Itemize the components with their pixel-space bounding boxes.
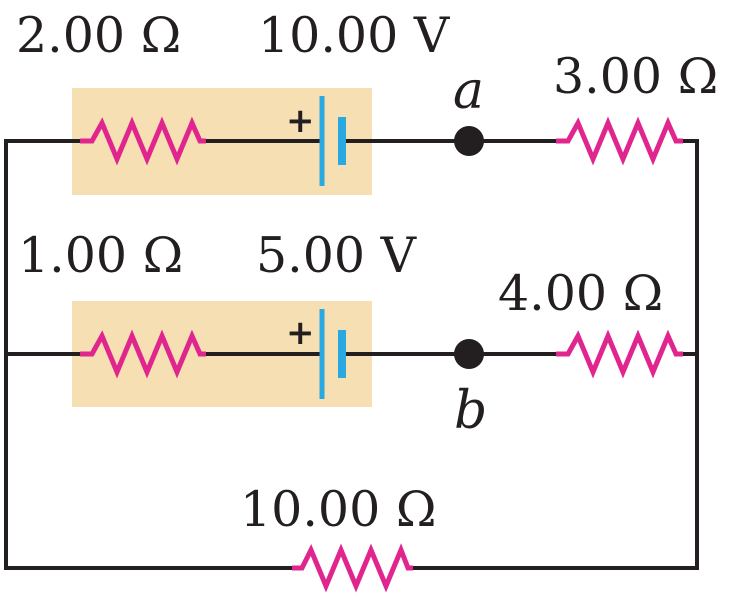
middle-right-resistor [556,329,683,379]
middle-internal-resistor [80,329,206,379]
bottom-resistor [292,543,413,593]
top-battery-icon [319,96,346,186]
middle-right-resistor-label: 4.00 Ω [498,265,663,322]
middle-battery-label: 5.00 V [256,227,418,284]
middle-battery-icon [319,309,346,399]
bottom-resistor-label: 10.00 Ω [240,481,436,538]
top-right-resistor-label: 3.00 Ω [553,48,718,105]
node-a-label: a [453,61,484,121]
wires [4,139,699,570]
top-right-resistor [556,116,683,166]
middle-battery-plus: + [286,313,315,353]
node-b-dot [454,339,484,369]
node-b-label: b [454,381,487,441]
node-a-dot [454,126,484,156]
middle-internal-resistor-label: 1.00 Ω [18,227,183,284]
top-internal-resistor-label: 2.00 Ω [16,7,181,64]
top-battery-plus: + [286,101,315,141]
top-battery-label: 10.00 V [258,7,451,64]
top-internal-resistor [80,116,206,166]
